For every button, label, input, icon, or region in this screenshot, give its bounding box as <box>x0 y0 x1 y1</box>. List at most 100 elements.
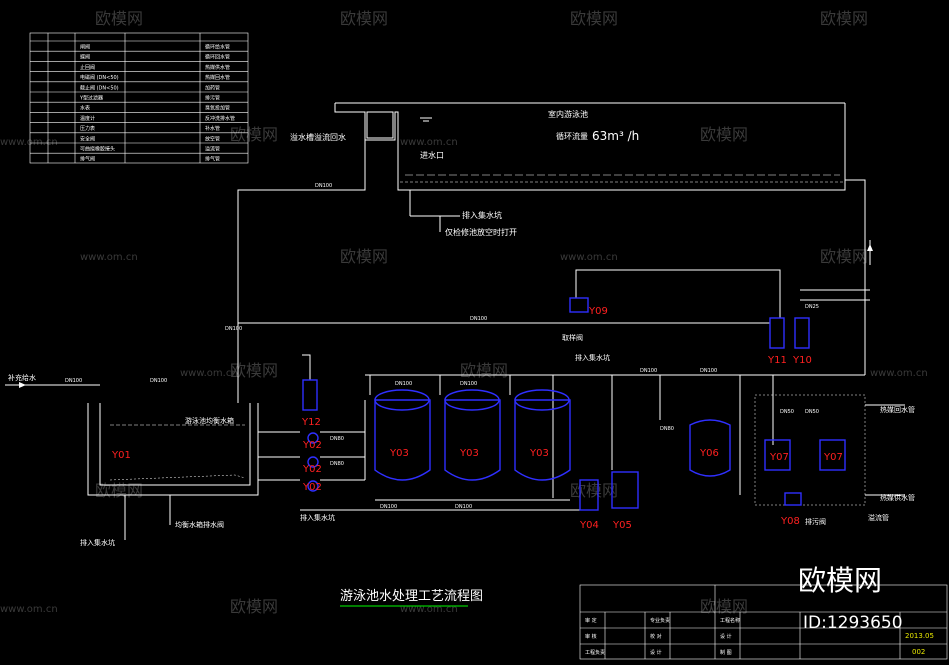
svg-text:专业负责: 专业负责 <box>650 617 670 624</box>
legend-row-name: 止回阀 <box>80 64 95 71</box>
note-to-pit-bottom: 排入集水坑 <box>300 513 335 522</box>
legend-row-desc: 排污管 <box>205 95 220 102</box>
svg-text:DN80: DN80 <box>330 461 344 467</box>
pool-name: 室内游泳池 <box>548 109 588 119</box>
pipe-size-labels: DN100 DN100 DN100 DN100 DN100 DN100 DN10… <box>65 183 819 510</box>
legend-table <box>29 32 249 164</box>
legend-row-desc: 臭氧投加管 <box>205 105 230 112</box>
watermark-url: www.om.cn <box>400 137 458 148</box>
tank-labels: 游泳池均衡水箱 均衡水箱排水阀 排入集水坑 补充给水 <box>8 373 234 547</box>
svg-text:DN100: DN100 <box>700 368 717 374</box>
equipment-labels: Y01 Y02 Y02 Y02 Y03 Y03 Y03 Y04 Y05 Y06 … <box>111 306 843 531</box>
watermark-logo: 欧模网 <box>340 247 388 266</box>
legend-row-name: 温度计 <box>80 115 95 122</box>
label-y09: Y09 <box>588 306 608 317</box>
big-logo: 欧模网 <box>798 564 882 597</box>
watermark-url: www.om.cn <box>180 368 238 379</box>
note-heat-supply: 热媒供水管 <box>880 493 915 502</box>
watermark-logo: 欧模网 <box>340 9 388 28</box>
svg-text:DN80: DN80 <box>660 426 674 432</box>
equipment <box>302 297 846 511</box>
svg-text:DN100: DN100 <box>65 378 82 384</box>
watermark-logo: 欧模网 <box>820 9 868 28</box>
makeup-label: 补充给水 <box>8 373 36 382</box>
svg-text:DN50: DN50 <box>780 409 794 415</box>
watermark-logo: 欧模网 <box>230 361 278 380</box>
watermark-url: www.om.cn <box>560 252 618 263</box>
label-y01: Y01 <box>111 450 131 461</box>
svg-text:DN80: DN80 <box>330 436 344 442</box>
legend-row-name: 水表 <box>80 105 90 112</box>
svg-text:工程负责: 工程负责 <box>585 649 605 656</box>
label-y12: Y12 <box>301 417 321 428</box>
label-y06: Y06 <box>699 448 719 459</box>
note-drain-valve: 排污阀 <box>805 517 826 526</box>
note-to-pit-mid: 排入集水坑 <box>575 353 610 362</box>
title-block-date: 2013.05 <box>905 632 934 640</box>
svg-text:DN100: DN100 <box>455 504 472 510</box>
svg-text:校 对: 校 对 <box>650 633 662 640</box>
svg-text:设 计: 设 计 <box>720 633 732 640</box>
legend-row-name: 压力表 <box>80 125 95 132</box>
pool-labels: 室内游泳池 循环流量 63m³ /h 进水口 溢水槽溢流回水 排入集水坑 仅检修… <box>290 109 639 237</box>
label-y02c: Y02 <box>302 482 322 493</box>
big-watermark: 欧模网 ID:1293650 <box>798 564 903 633</box>
watermark-url: www.om.cn <box>870 368 928 379</box>
watermark-url: www.om.cn <box>80 252 138 263</box>
watermark-logo: 欧模网 <box>700 125 748 144</box>
piping <box>5 140 905 511</box>
legend-row-desc: 反冲洗排水管 <box>205 115 235 122</box>
svg-text:设 计: 设 计 <box>650 649 662 656</box>
legend-row-desc: 热媒回水管 <box>205 74 230 81</box>
legend-row-desc: 放空管 <box>205 135 220 142</box>
svg-text:DN50: DN50 <box>805 409 819 415</box>
watermark-logo: 欧模网 <box>700 597 748 616</box>
legend-row-name: 蝶阀 <box>80 54 90 61</box>
title-block <box>579 584 948 660</box>
label-y10: Y10 <box>792 355 812 366</box>
arrows <box>5 244 873 388</box>
watermark-url-layer: www.om.cn www.om.cn www.om.cn www.om.cn … <box>0 137 928 615</box>
svg-text:审 核: 审 核 <box>585 633 597 640</box>
label-y04: Y04 <box>579 520 599 531</box>
label-y03c: Y03 <box>529 448 549 459</box>
notes: 取样阀 排入集水坑 排入集水坑 热媒回水管 热媒供水管 排污阀 溢流管 <box>300 333 915 526</box>
legend-row-desc: 加药管 <box>205 84 220 91</box>
label-y03b: Y03 <box>459 448 479 459</box>
note-heat-return: 热媒回水管 <box>880 405 915 414</box>
legend-row-desc: 排气管 <box>205 156 220 163</box>
flow-value: 63m³ /h <box>592 129 639 143</box>
pool-inlet-label: 进水口 <box>420 150 444 160</box>
note-water-tap: 溢流管 <box>868 513 889 522</box>
pool <box>334 102 846 232</box>
legend-row-desc: 循环回水管 <box>205 54 230 61</box>
svg-text:工程名称: 工程名称 <box>720 617 740 624</box>
watermark-logo: 欧模网 <box>230 125 278 144</box>
svg-text:DN100: DN100 <box>315 183 332 189</box>
svg-text:DN25: DN25 <box>805 304 819 310</box>
legend-row-name: 闸阀 <box>80 44 90 51</box>
label-y03a: Y03 <box>389 448 409 459</box>
watermark-url: www.om.cn <box>400 604 458 615</box>
svg-text:DN100: DN100 <box>460 381 477 387</box>
balance-tank <box>87 403 259 540</box>
svg-text:DN100: DN100 <box>380 504 397 510</box>
watermark-logo: 欧模网 <box>230 597 278 616</box>
pool-drain-note: 仅检修池放空时打开 <box>445 227 517 237</box>
svg-text:DN100: DN100 <box>470 316 487 322</box>
legend-row-name: Y型过滤器 <box>79 95 103 102</box>
legend-row-name: 排气阀 <box>80 156 95 163</box>
svg-text:审 定: 审 定 <box>585 617 597 624</box>
watermark-logo: 欧模网 <box>570 481 618 500</box>
tank-pit-label: 排入集水坑 <box>80 538 115 547</box>
watermark-logo: 欧模网 <box>460 361 508 380</box>
watermark-logo: 欧模网 <box>820 247 868 266</box>
label-y08: Y08 <box>780 516 800 527</box>
label-y05: Y05 <box>612 520 632 531</box>
watermark-logo: 欧模网 <box>95 9 143 28</box>
legend-row-name: 电磁阀 (DN<50) <box>80 74 119 81</box>
legend-row-desc: 溢流管 <box>205 146 220 153</box>
svg-text:DN100: DN100 <box>225 326 242 332</box>
pool-drain-label: 排入集水坑 <box>462 210 502 220</box>
